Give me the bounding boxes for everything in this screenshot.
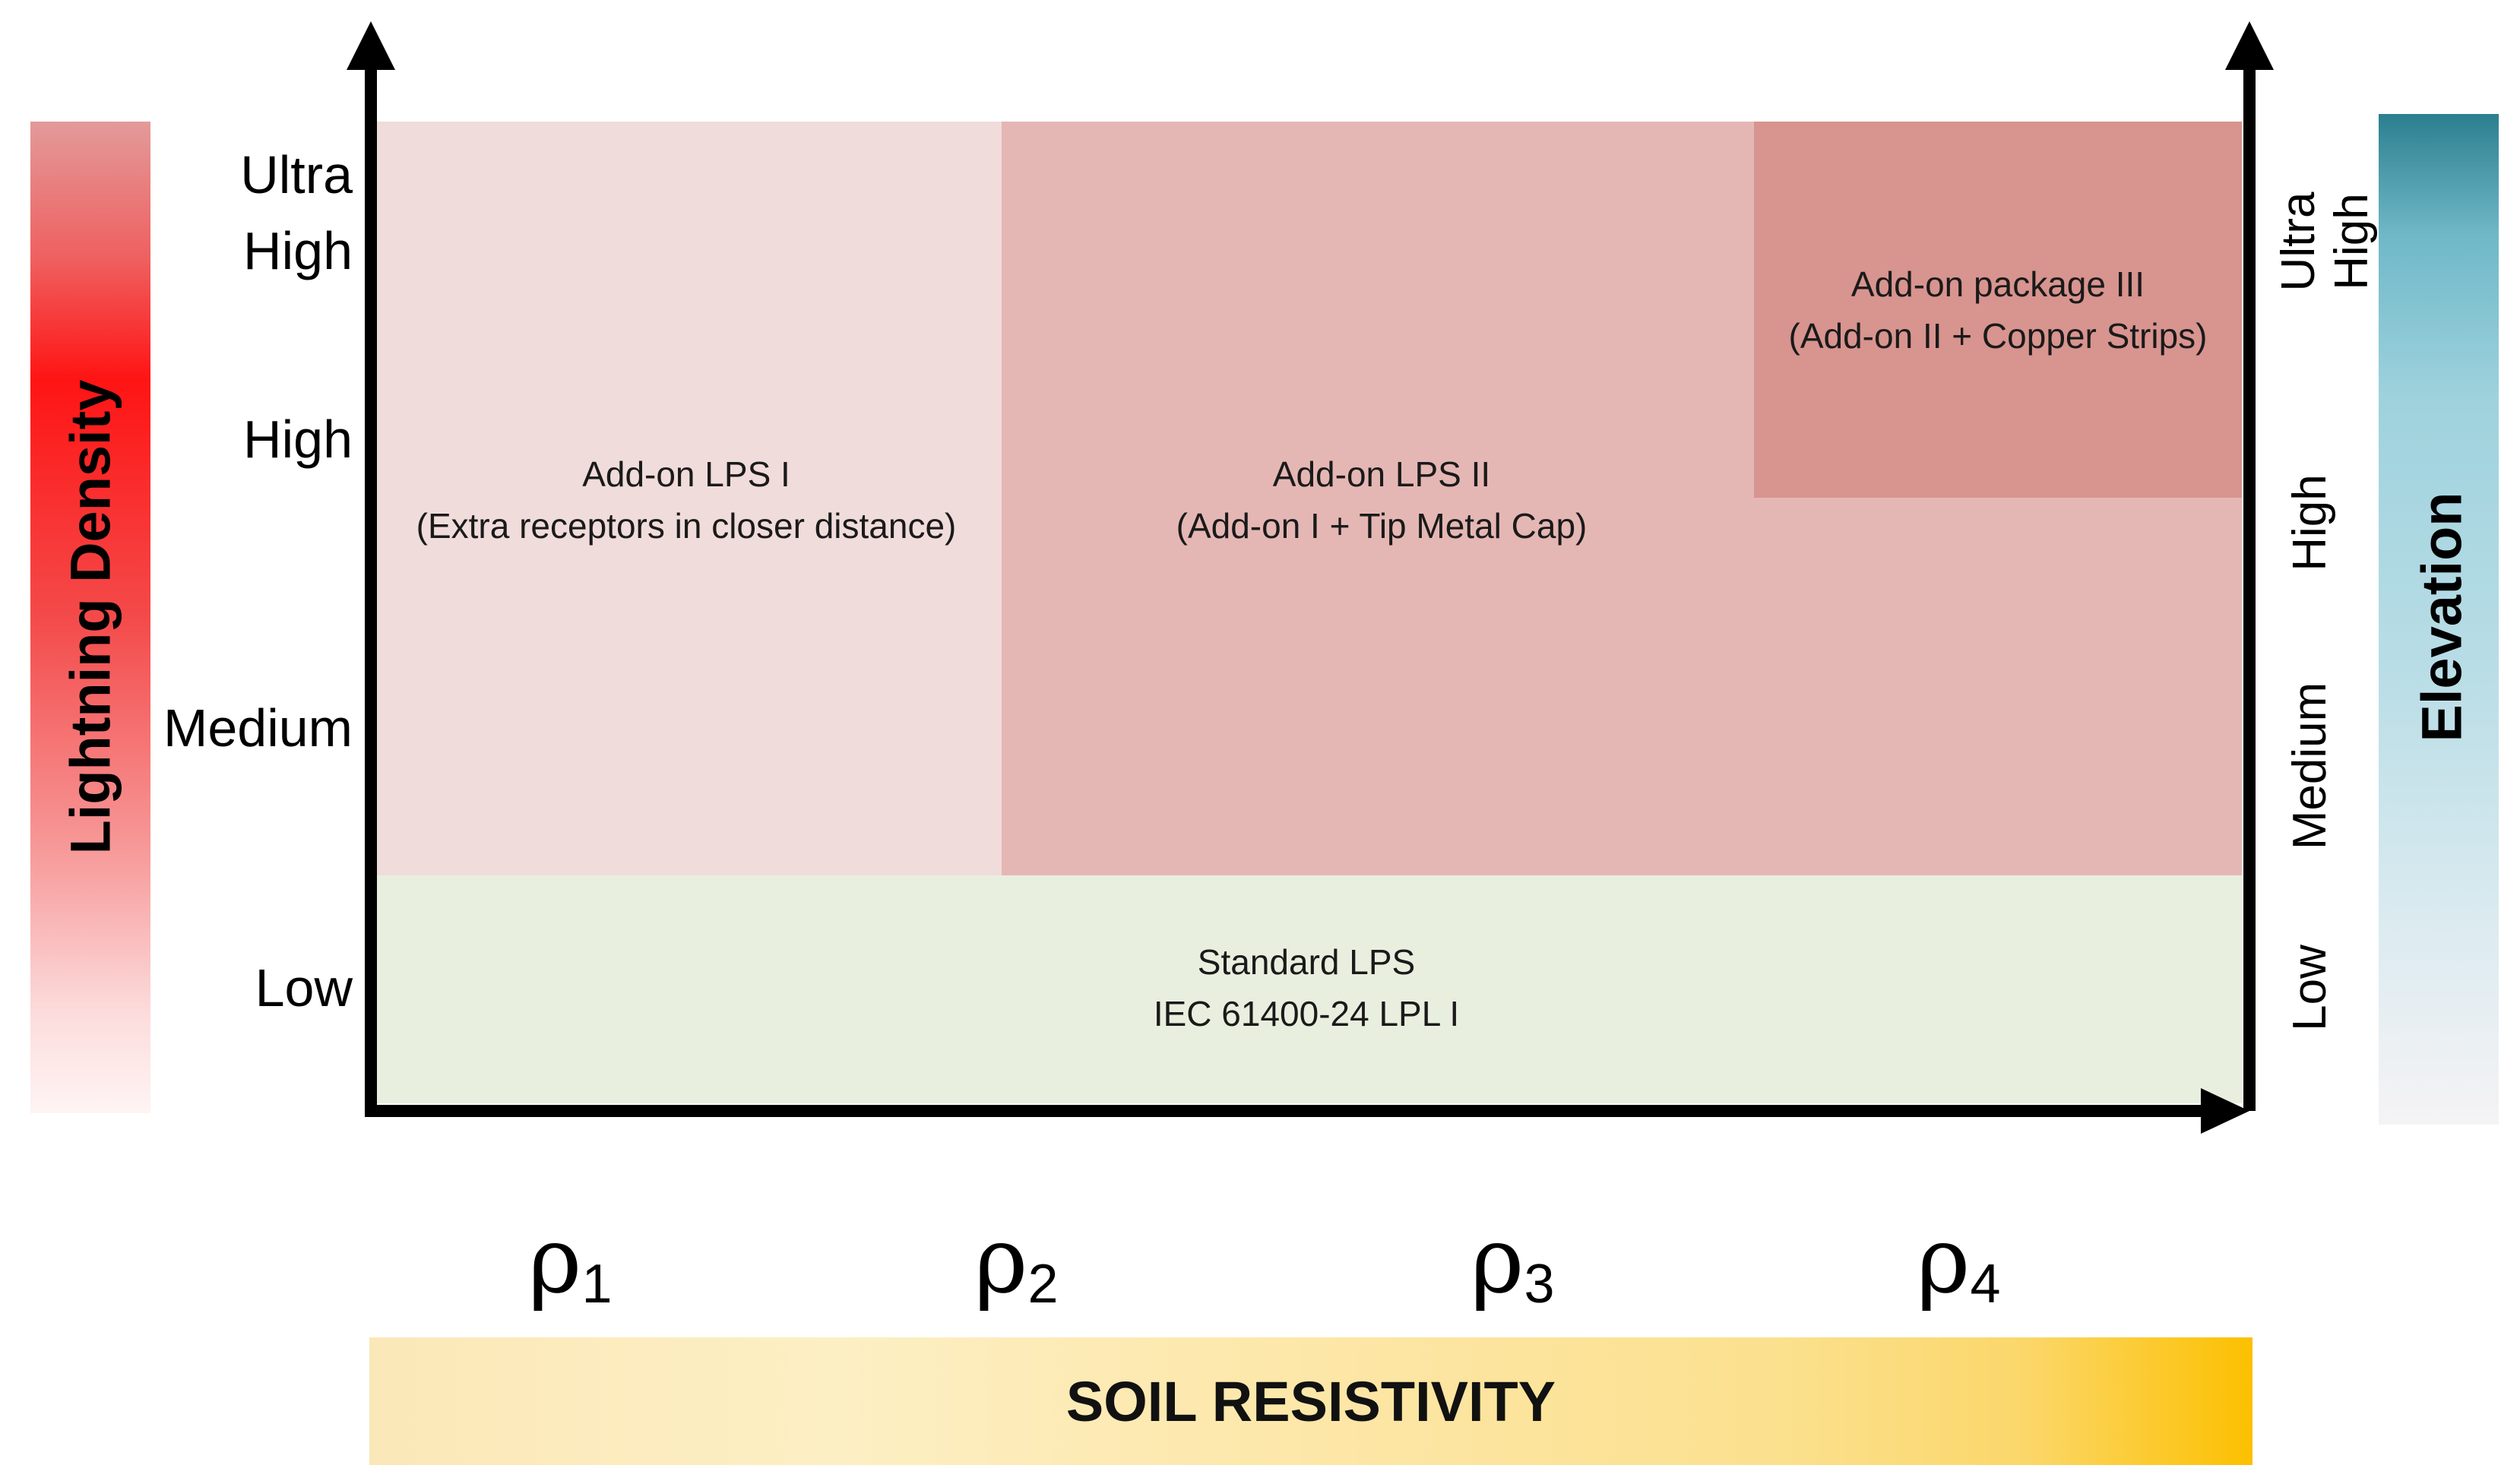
region-standard-lps-detail: IEC 61400-24 LPL I [1153,994,1460,1033]
rho-1-index: 1 [581,1254,613,1315]
left-tick-high: High [243,410,353,469]
left-tick-low: Low [255,958,353,1017]
rho-symbol: ρ [1917,1208,1971,1314]
lightning-density-bar [30,122,150,1113]
rho-4-label: ρ4 [1917,1208,2001,1315]
rho-2-index: 2 [1027,1254,1059,1315]
region-addon-lps-1-title: Add-on LPS I [582,454,790,494]
region-addon-package-3-detail: (Add-on II + Copper Strips) [1788,316,2208,356]
right-axis-arrow [2225,21,2274,70]
region-addon-package-3 [1754,122,2242,498]
rho-3-label: ρ3 [1471,1208,1555,1315]
region-addon-lps-2-detail: (Add-on I + Tip Metal Cap) [1176,506,1588,546]
rho-1-label: ρ1 [528,1208,613,1315]
rho-symbol: ρ [974,1208,1028,1314]
x-axis-arrow [2201,1088,2249,1134]
soil-resistivity-title: SOIL RESISTIVITY [1065,1369,1556,1433]
soil-resistivity-bar: SOIL RESISTIVITY [369,1337,2252,1465]
left-tick-ultra-high: Ultra High [240,145,353,280]
region-standard-lps-title: Standard LPS [1197,942,1416,982]
rho-3-index: 3 [1524,1254,1555,1315]
region-addon-package-3-title: Add-on package III [1850,264,2145,304]
region-addon-lps-1-detail: (Extra receptors in closer distance) [416,506,957,546]
region-standard-lps-label: Standard LPS IEC 61400-24 LPL I [371,936,2242,1040]
rho-4-index: 4 [1970,1254,2001,1315]
region-addon-lps-1-label: Add-on LPS I (Extra receptors in closer … [371,448,1002,552]
region-addon-lps-2-label: Add-on LPS II (Add-on I + Tip Metal Cap) [1002,448,1762,552]
region-standard-lps [371,875,2242,1103]
elevation-bar [2379,114,2499,1125]
rho-symbol: ρ [1471,1208,1524,1314]
left-tick-medium: Medium [163,698,353,758]
rho-symbol: ρ [528,1208,582,1314]
region-addon-package-3-label: Add-on package III (Add-on II + Copper S… [1754,258,2242,362]
region-addon-lps-2-title: Add-on LPS II [1272,454,1491,494]
rho-2-label: ρ2 [974,1208,1059,1315]
left-axis-arrow [347,21,395,70]
region-addon-lps-1 [371,122,1002,875]
